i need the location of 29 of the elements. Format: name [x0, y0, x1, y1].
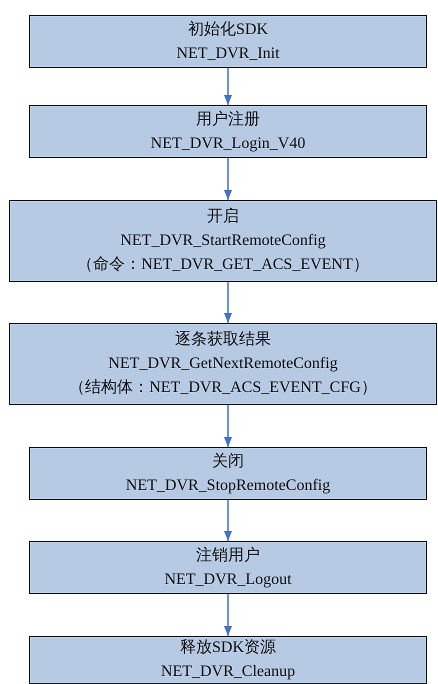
arrow [224, 405, 232, 447]
arrow [224, 500, 232, 541]
process-box [29, 636, 427, 684]
process-box [29, 447, 427, 500]
arrow [224, 158, 232, 200]
arrow [224, 594, 232, 636]
function-name: NET_DVR_Login_V40 [150, 134, 306, 154]
step-heading: 逐条获取结果 [175, 330, 271, 350]
function-name: NET_DVR_StopRemoteConfig [126, 476, 330, 496]
process-box [29, 15, 427, 68]
function-name: NET_DVR_Logout [164, 570, 292, 590]
process-box [9, 323, 437, 405]
process-box [29, 105, 427, 158]
function-name: NET_DVR_GetNextRemoteConfig [108, 354, 338, 374]
process-box [29, 541, 427, 594]
parameter-note: （结构体：NET_DVR_ACS_EVENT_CFG） [69, 378, 377, 398]
step-heading: 关闭 [212, 452, 244, 472]
function-name: NET_DVR_Init [176, 44, 280, 64]
step-heading: 注销用户 [196, 546, 260, 566]
step-heading: 用户注册 [196, 110, 260, 130]
arrow [224, 282, 232, 323]
arrow [224, 68, 232, 105]
step-heading: 开启 [207, 206, 239, 227]
step-heading: 释放SDK资源 [180, 638, 276, 658]
step-heading: 初始化SDK [188, 20, 268, 40]
parameter-note: （命令：NET_DVR_GET_ACS_EVENT） [77, 255, 369, 275]
process-box [9, 200, 437, 282]
function-name: NET_DVR_Cleanup [160, 662, 296, 682]
function-name: NET_DVR_StartRemoteConfig [120, 231, 326, 251]
